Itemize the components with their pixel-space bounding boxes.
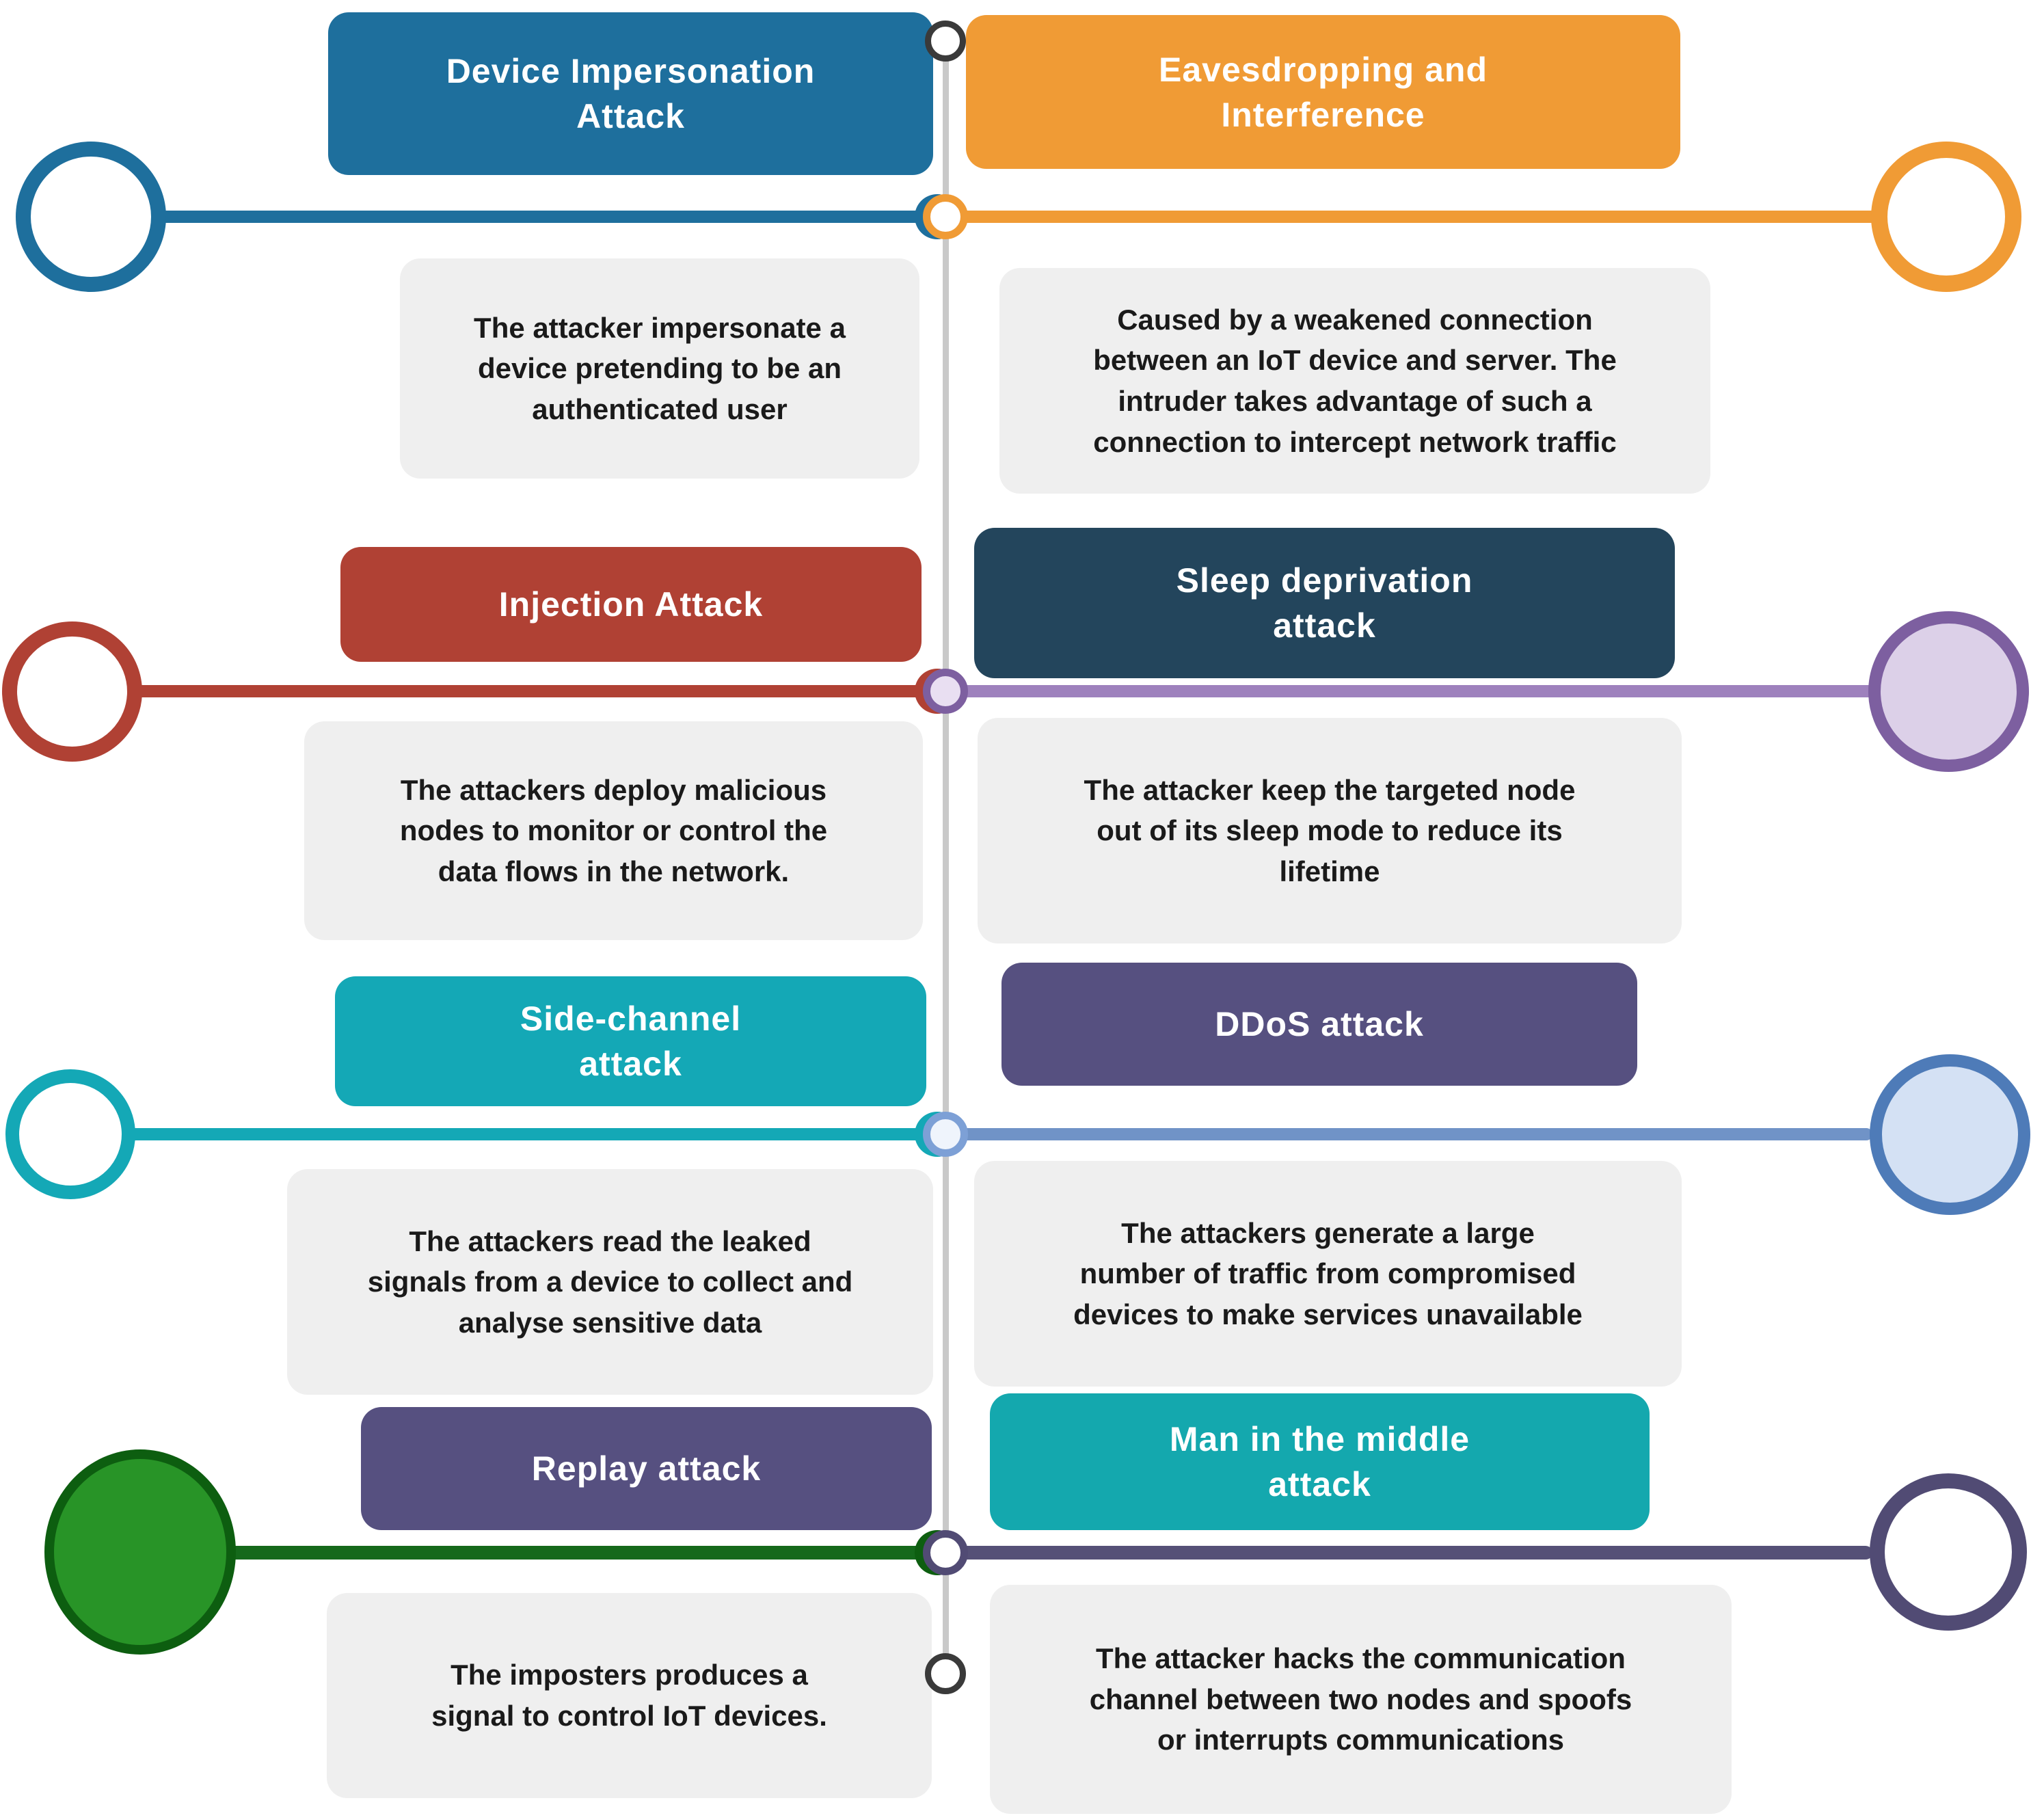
junction-dot-3: [923, 1112, 968, 1157]
attack-header-side-channel: Side-channel attack: [335, 976, 926, 1106]
connector-line-ddos: [950, 1128, 1872, 1140]
attack-description-side-channel: The attackers read the leaked signals fr…: [287, 1169, 933, 1395]
connector-line-replay: [185, 1546, 943, 1560]
attack-description-sleep-deprivation: The attacker keep the targeted node out …: [978, 718, 1682, 944]
node-circle-man-in-the-middle: [1870, 1473, 2027, 1631]
attack-description-injection: The attackers deploy malicious nodes to …: [304, 721, 923, 940]
node-circle-side-channel: [5, 1069, 135, 1199]
node-circle-ddos: [1870, 1054, 2030, 1215]
node-circle-injection: [2, 621, 142, 762]
timeline-start-circle: [925, 21, 966, 62]
timeline-end-circle: [925, 1653, 966, 1694]
junction-dot-1: [923, 194, 968, 239]
attack-header-eavesdropping: Eavesdropping and Interference: [966, 15, 1680, 169]
connector-line-injection: [68, 685, 943, 697]
attack-description-device-impersonation: The attacker impersonate a device preten…: [400, 258, 919, 479]
connector-line-eavesdropping: [950, 211, 1886, 223]
attack-header-replay: Replay attack: [361, 1407, 932, 1530]
attack-description-ddos: The attackers generate a large number of…: [974, 1161, 1682, 1387]
attack-header-injection: Injection Attack: [340, 547, 922, 662]
attack-description-eavesdropping: Caused by a weakened connection between …: [999, 268, 1710, 494]
attack-header-sleep-deprivation: Sleep deprivation attack: [974, 528, 1675, 678]
attack-description-man-in-the-middle: The attacker hacks the communication cha…: [990, 1585, 1732, 1814]
connector-line-sleep-deprivation: [950, 685, 1876, 697]
attack-header-man-in-the-middle: Man in the middle attack: [990, 1393, 1650, 1530]
attack-description-replay: The imposters produces a signal to contr…: [327, 1593, 932, 1798]
junction-dot-2: [923, 669, 968, 714]
node-circle-eavesdropping: [1871, 142, 2021, 292]
node-circle-replay: [44, 1449, 236, 1655]
junction-dot-4: [923, 1530, 968, 1575]
center-timeline: [943, 41, 949, 1678]
attack-header-ddos: DDoS attack: [1001, 963, 1637, 1086]
node-circle-sleep-deprivation: [1868, 611, 2029, 772]
attack-header-device-impersonation: Device Impersonation Attack: [328, 12, 933, 175]
connector-line-side-channel: [65, 1128, 943, 1140]
node-circle-device-impersonation: [16, 142, 166, 292]
connector-line-man-in-the-middle: [950, 1546, 1872, 1560]
connector-line-device-impersonation: [89, 211, 943, 223]
